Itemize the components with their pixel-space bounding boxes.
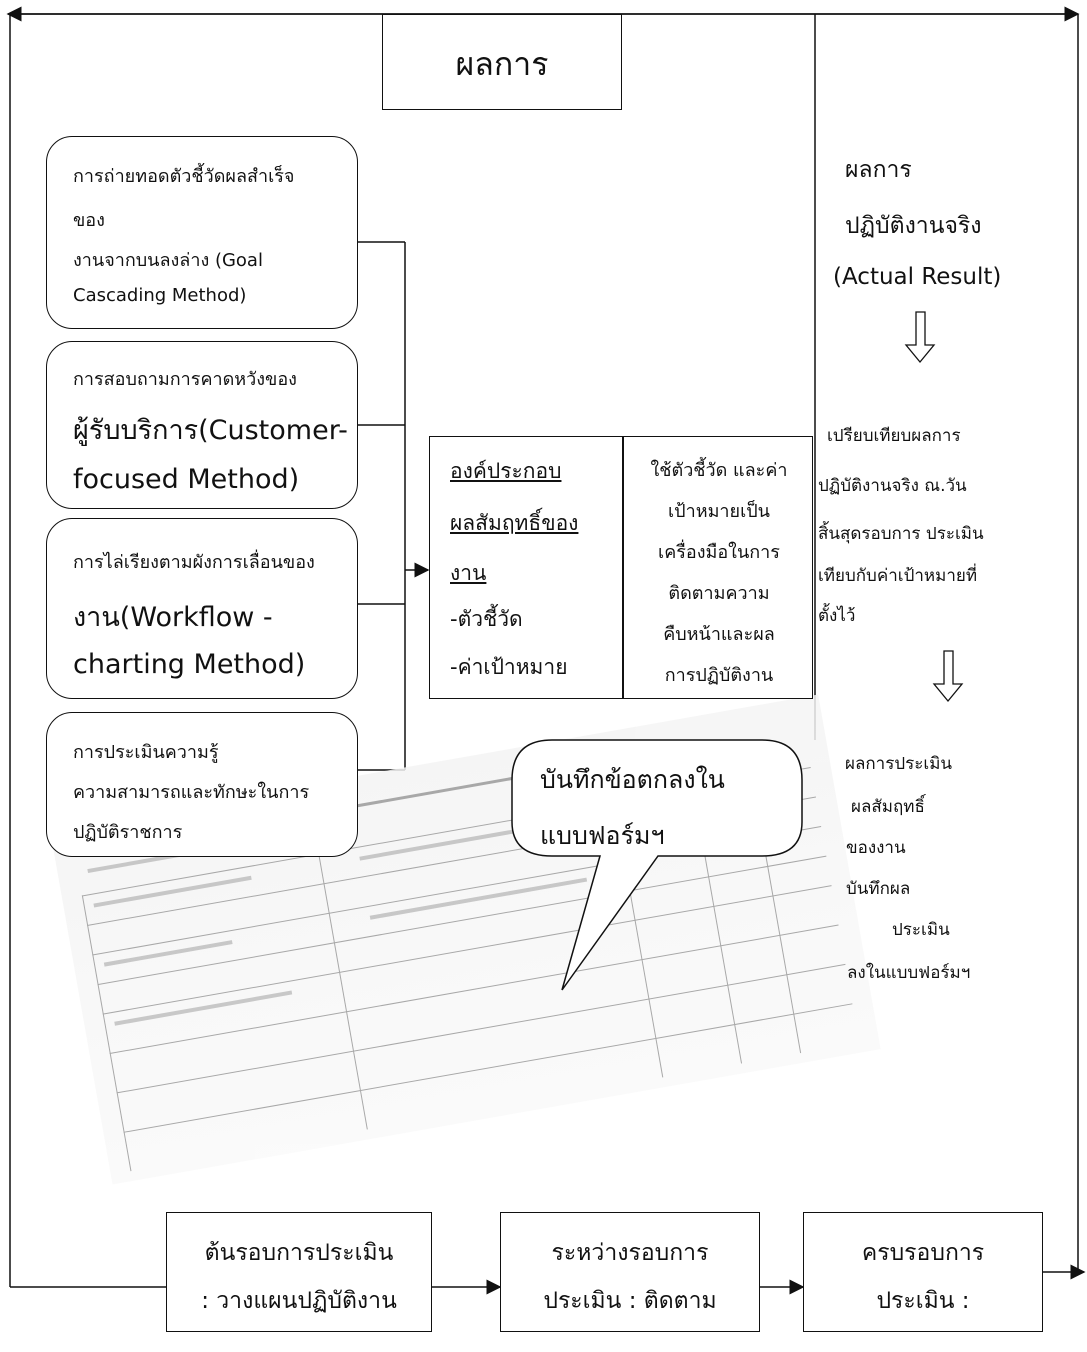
evaluation-text: บันทึกผล	[846, 879, 911, 899]
method-text: ความสามารถและทักษะในการ	[73, 782, 310, 803]
method-text: การถ่ายทอดตัวชี้วัดผลสำเร็จ	[73, 166, 295, 187]
method-box-competency: การประเมินความรู้ ความสามารถและทักษะในกา…	[46, 712, 358, 857]
evaluation-text: ประเมิน	[892, 920, 950, 940]
method-text: ผู้รับบริการ(Customer-	[73, 415, 348, 446]
tool-text: คืบหน้าและผล	[663, 624, 775, 645]
tool-text: ใช้ตัวชี้วัด และค่า	[650, 460, 788, 481]
component-heading: ผลสัมฤทธิ์ของ	[450, 511, 579, 535]
method-box-goal-cascading: การถ่ายทอดตัวชี้วัดผลสำเร็จ ของ งานจากบน…	[46, 136, 358, 329]
result-label: ผลการ	[455, 45, 549, 83]
method-text: Cascading Method)	[73, 285, 247, 306]
phase-box-planning: ต้นรอบการประเมิน : วางแผนปฏิบัติงาน	[166, 1212, 432, 1332]
component-item-kpi: -ตัวชี้วัด	[450, 607, 523, 631]
actual-result-text: ผลการ	[845, 157, 912, 183]
method-text: focused Method)	[73, 464, 300, 495]
result-box: ผลการ	[382, 14, 622, 110]
component-heading: องค์ประกอบ	[450, 459, 562, 483]
compare-text: สิ้นสุดรอบการ ประเมิน	[818, 524, 984, 544]
component-box: องค์ประกอบ ผลสัมฤทธิ์ของ งาน -ตัวชี้วัด …	[429, 436, 813, 699]
evaluation-text: ของงาน	[846, 838, 906, 858]
phase-text: ประเมิน : ติดตาม	[543, 1288, 717, 1314]
callout-text: แบบฟอร์มฯ	[540, 821, 665, 850]
phase-box-monitoring: ระหว่างรอบการ ประเมิน : ติดตาม	[500, 1212, 760, 1332]
compare-text: ปฏิบัติงานจริง ณ.วัน	[818, 476, 967, 496]
actual-result-text: ปฏิบัติงานจริง	[845, 213, 982, 239]
method-text: ของ	[73, 210, 105, 231]
phase-text: ประเมิน :	[876, 1288, 970, 1314]
callout-text: บันทึกข้อตกลงใน	[540, 765, 725, 794]
method-text: การประเมินความรู้	[73, 742, 219, 763]
phase-text: ครบรอบการ	[861, 1240, 985, 1266]
evaluation-text: ผลสัมฤทธิ์	[851, 797, 925, 817]
evaluation-text: ผลการประเมิน	[845, 754, 953, 774]
component-heading: งาน	[450, 561, 487, 585]
compare-text: เปรียบเทียบผลการ	[827, 426, 961, 446]
tool-text: เป้าหมายเป็น	[668, 501, 770, 522]
compare-text: เทียบกับค่าเป้าหมายที่	[818, 566, 978, 586]
phase-box-completion: ครบรอบการ ประเมิน :	[803, 1212, 1043, 1332]
tool-text: ติดตามความ	[668, 583, 770, 604]
method-text: charting Method)	[73, 649, 306, 680]
down-arrow-icon	[932, 650, 964, 703]
down-arrow-icon	[904, 311, 936, 364]
method-text: การสอบถามการคาดหวังของ	[73, 369, 297, 390]
method-text: งาน(Workflow -	[73, 602, 273, 633]
component-item-target: -ค่าเป้าหมาย	[450, 655, 568, 679]
phase-text: ระหว่างรอบการ	[551, 1240, 709, 1266]
phase-text: : วางแผนปฏิบัติงาน	[201, 1288, 397, 1314]
tool-text: การปฏิบัติงาน	[664, 665, 774, 686]
method-box-workflow-charting: การไล่เรียงตามผังการเลื่อนของ งาน(Workfl…	[46, 518, 358, 699]
tool-text: เครื่องมือในการ	[658, 542, 780, 563]
method-box-customer-focused: การสอบถามการคาดหวังของ ผู้รับบริการ(Cust…	[46, 341, 358, 509]
evaluation-text: ลงในแบบฟอร์มฯ	[847, 963, 971, 983]
actual-result-text: (Actual Result)	[833, 264, 1002, 290]
component-divider	[622, 437, 624, 698]
phase-text: ต้นรอบการประเมิน	[204, 1240, 394, 1266]
method-text: การไล่เรียงตามผังการเลื่อนของ	[73, 552, 315, 573]
compare-text: ตั้งไว้	[818, 606, 856, 626]
method-text: ปฏิบัติราชการ	[73, 822, 183, 843]
method-text: งานจากบนลงล่าง (Goal	[73, 250, 263, 271]
